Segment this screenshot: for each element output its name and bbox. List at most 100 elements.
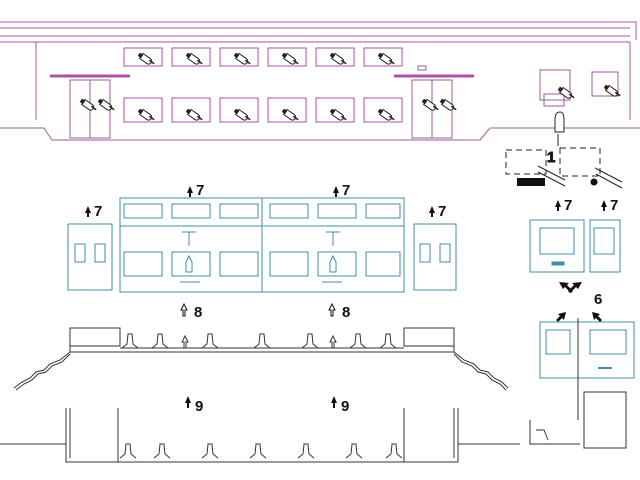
- pointing-hand-group: [79, 52, 621, 121]
- folded-panel-right: [559, 147, 601, 177]
- seat-icon: [151, 333, 169, 349]
- seat-icon: [121, 333, 139, 349]
- pointing-hand-icon: [329, 52, 347, 65]
- pointing-hand-icon: [137, 108, 155, 121]
- arrow-icon: [568, 282, 582, 293]
- pointing-hand-icon: [421, 98, 439, 111]
- pointing-hand-icon: [79, 98, 97, 111]
- car-window: [363, 47, 403, 67]
- knob: [590, 178, 598, 186]
- side-door-right: [413, 223, 457, 291]
- seat-icon: [297, 443, 315, 459]
- folded-panel-left: [505, 149, 547, 175]
- pointing-hand-icon: [281, 108, 299, 121]
- car-window: [267, 97, 307, 123]
- car-window: [315, 97, 355, 123]
- step-1-panel: 1: [505, 111, 623, 189]
- arrow-icon: [185, 396, 191, 408]
- small-panel-a: [529, 219, 585, 273]
- step-label-1: 1: [547, 149, 555, 166]
- arrow-icon: [328, 302, 336, 317]
- seat-icon: [201, 333, 219, 349]
- stairs-icon: [13, 351, 71, 389]
- pointing-hand-icon: [377, 52, 395, 65]
- arrow-icon: [555, 200, 561, 211]
- car-end-panel: [591, 71, 619, 97]
- step-label-7: 7: [438, 203, 446, 220]
- pointing-hand-icon: [603, 84, 621, 97]
- platform-block-right: [403, 327, 455, 347]
- step-6-section: 6: [539, 282, 635, 420]
- stairs-icon: [453, 351, 509, 389]
- arrow-icon: [187, 186, 193, 197]
- step-label-9: 9: [195, 398, 203, 415]
- car-window: [315, 47, 355, 67]
- side-door-left: [67, 223, 113, 291]
- pointing-hand-icon: [233, 108, 251, 121]
- seat-icon: [385, 443, 403, 459]
- pointing-hand-icon: [137, 52, 155, 65]
- arrow-icon: [429, 206, 435, 217]
- seat-icon: [119, 443, 137, 459]
- seat-row-upper: [121, 333, 397, 349]
- pointing-hand-icon: [185, 52, 203, 65]
- car-window: [123, 97, 163, 123]
- step-label-7: 7: [94, 203, 102, 220]
- pointing-hand-icon: [439, 98, 457, 111]
- arrow-icon: [556, 312, 566, 322]
- step-label-8: 8: [194, 304, 202, 321]
- car-window: [171, 97, 211, 123]
- seat-icon: [345, 443, 363, 459]
- platform-block-left: [69, 327, 121, 347]
- seat-icon: [349, 333, 367, 349]
- center-panel-left: [119, 197, 263, 293]
- step-label-9: 9: [341, 398, 349, 415]
- pointing-hand-icon: [97, 98, 115, 111]
- step-9-station: [0, 391, 627, 463]
- step-label-7: 7: [196, 182, 204, 199]
- pointing-hand-icon: [329, 108, 347, 121]
- rail-car-side-view: [0, 21, 640, 141]
- step-7-labels: 7 7 7 7 7 7: [85, 182, 618, 220]
- arrow-icon: [592, 312, 602, 322]
- pointing-hand-icon: [233, 52, 251, 65]
- seat-icon: [301, 333, 319, 349]
- small-panel-b: [589, 219, 621, 273]
- car-window: [219, 97, 259, 123]
- step-label-8: 8: [342, 304, 350, 321]
- car-window: [267, 47, 307, 67]
- step-label-7: 7: [610, 197, 618, 214]
- car-window: [363, 97, 403, 123]
- step-8-labels: 8 8: [180, 302, 350, 349]
- step-label-7: 7: [342, 182, 350, 199]
- pointing-hand-icon: [185, 108, 203, 121]
- car-window: [171, 47, 211, 67]
- car-window: [219, 47, 259, 67]
- pointing-hand-icon: [377, 108, 395, 121]
- step-7-section: [67, 197, 621, 293]
- handle-bar: [517, 178, 545, 186]
- seat-icon: [249, 443, 267, 459]
- arrow-icon: [601, 200, 607, 211]
- pointing-hand-icon: [557, 86, 575, 99]
- step-9-labels: 9 9: [185, 396, 349, 415]
- seat-icon: [153, 443, 171, 459]
- seat-icon: [201, 443, 219, 459]
- step-8-platform: [13, 327, 509, 391]
- seat-icon: [379, 333, 397, 349]
- cabinet-side: [583, 391, 627, 449]
- arrow-icon: [333, 186, 339, 197]
- car-end-panel: [539, 69, 571, 101]
- pointing-hand-icon: [281, 52, 299, 65]
- pointing-hand-icon: [554, 111, 565, 133]
- car-window: [123, 47, 163, 67]
- step-label-7: 7: [564, 197, 572, 214]
- center-panel-right: [261, 197, 405, 293]
- arrow-icon: [329, 334, 337, 349]
- arrow-icon: [180, 302, 188, 317]
- seat-row-lower: [119, 443, 403, 459]
- seat-icon: [253, 333, 271, 349]
- step-label-6: 6: [594, 291, 602, 308]
- cabinet-panel: [539, 321, 635, 379]
- arrow-icon: [85, 206, 91, 217]
